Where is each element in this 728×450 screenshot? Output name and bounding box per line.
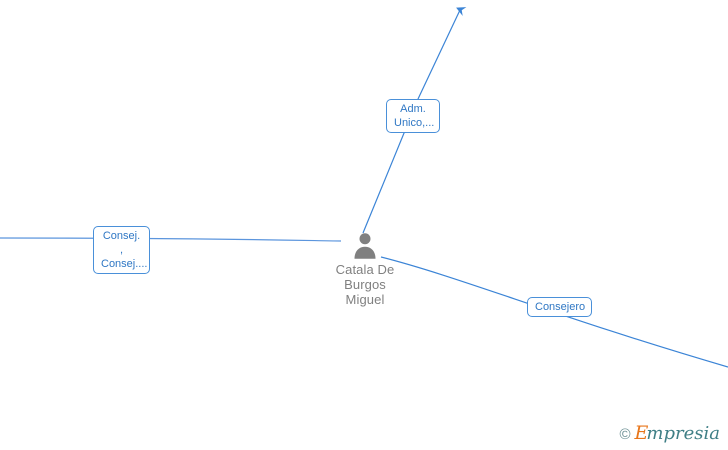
node-catala-de-burgos-miguel[interactable]: Catala De Burgos Miguel [305,230,425,307]
person-icon [354,233,376,259]
edge-label-consej-left[interactable]: Consej. , Consej.... [93,226,150,274]
edge-consej-left [0,237,342,242]
copyright-symbol: © [619,426,631,443]
brand-rest: mpresia [646,423,720,444]
edge-label-adm-unico[interactable]: Adm. Unico,... [386,99,440,133]
edge-adm-unico-arrow [417,7,467,100]
empresia-watermark: © Empresia [619,424,720,444]
node-label: Catala De Burgos Miguel [335,262,395,307]
edge-consejero [380,256,728,368]
brand-name: Empresia [635,424,720,444]
brand-initial: E [634,422,649,444]
edge-label-consejero[interactable]: Consejero [527,297,592,317]
